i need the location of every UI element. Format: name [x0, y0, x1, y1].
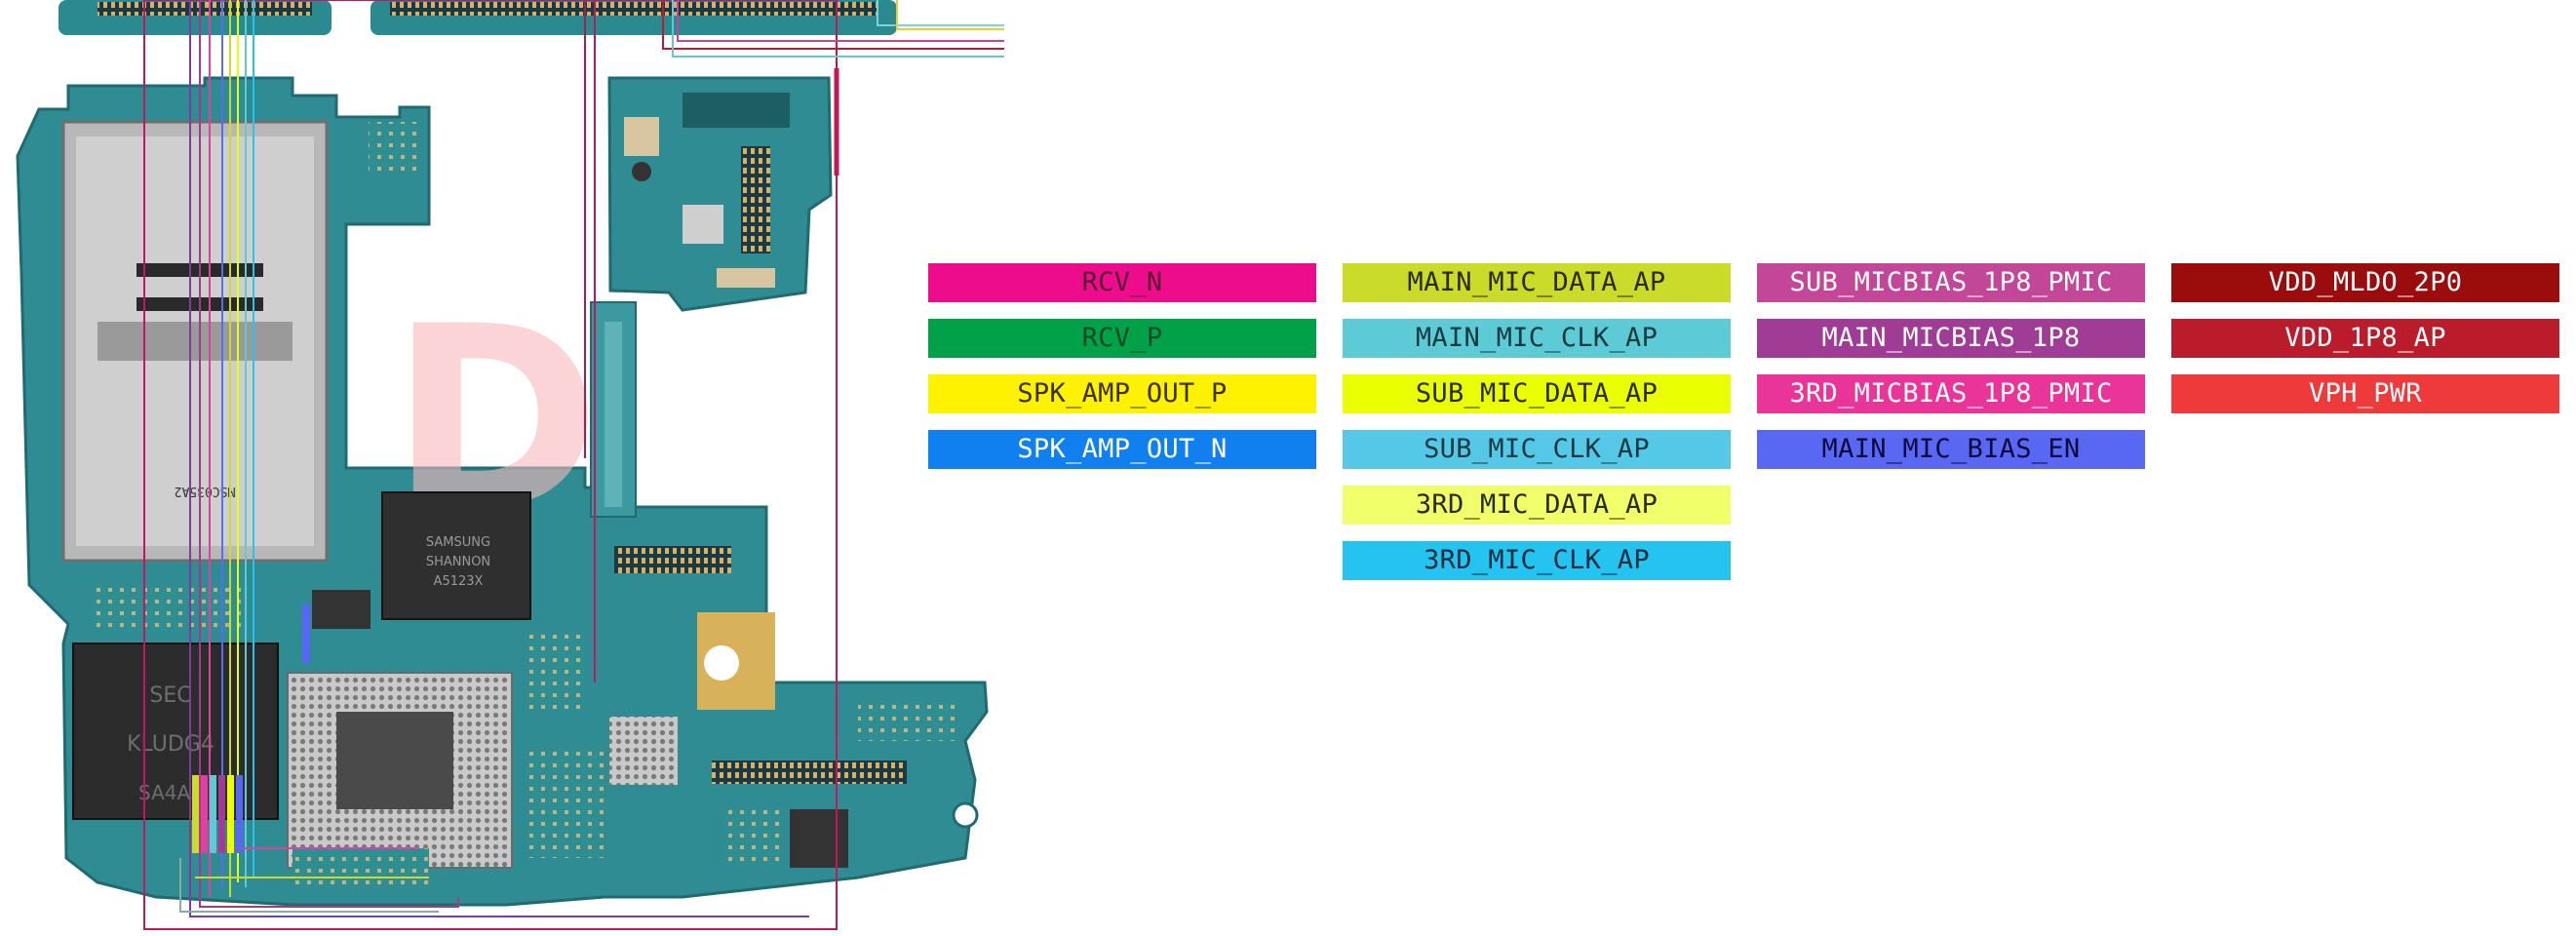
top-connector-strips: [59, 0, 897, 35]
legend-item: SUB_MICBIAS_1P8_PMIC: [1757, 263, 2145, 302]
memory-chip-text-3: SA4A3: [138, 781, 203, 804]
flex-ribbon: [590, 301, 637, 518]
legend-item: 3RD_MIC_CLK_AP: [1343, 541, 1731, 580]
legend-item: 3RD_MIC_DATA_AP: [1343, 486, 1731, 525]
camera-module-board: [607, 76, 833, 312]
modem-chip-text-3: A5123X: [434, 574, 484, 589]
legend-column-3: SUB_MICBIAS_1P8_PMIC MAIN_MICBIAS_1P8 3RD_…: [1757, 263, 2145, 486]
legend-item: SPK_AMP_OUT_P: [928, 374, 1316, 413]
qr-code: [369, 122, 417, 171]
legend-item: RCV_N: [928, 263, 1316, 302]
modem-chip-text-1: SAMSUNG: [426, 535, 490, 550]
legend-item: MAIN_MIC_DATA_AP: [1343, 263, 1731, 302]
legend-item: SPK_AMP_OUT_N: [928, 430, 1316, 469]
legend-item: 3RD_MICBIAS_1P8_PMIC: [1757, 374, 2145, 413]
signal-traces: [143, 0, 1004, 930]
small-components: [93, 546, 979, 887]
memory-chip: SEC KLUDG4 SA4A3: [72, 643, 279, 820]
trace-colored-bundle: [192, 604, 310, 853]
legend-item: VDD_MLDO_2P0: [2171, 263, 2559, 302]
modem-chip-text-2: SHANNON: [426, 555, 490, 569]
legend-item: VDD_1P8_AP: [2171, 319, 2559, 358]
legend-item: VPH_PWR: [2171, 374, 2559, 413]
sim-card-holder: MSC035A2: [61, 120, 329, 563]
legend-column-2: MAIN_MIC_DATA_AP MAIN_MIC_CLK_AP SUB_MIC_D…: [1343, 263, 1731, 597]
soc-bga-pads: [287, 672, 513, 869]
pcb-board-diagram: MSC035A2 D SAMSUNG SHANNON A5123X SEC KL…: [16, 0, 1004, 930]
legend-item: MAIN_MIC_CLK_AP: [1343, 319, 1731, 358]
legend-item: MAIN_MICBIAS_1P8: [1757, 319, 2145, 358]
sim-label: MSC035A2: [175, 484, 236, 498]
legend-item: RCV_P: [928, 319, 1316, 358]
legend-item: SUB_MIC_DATA_AP: [1343, 374, 1731, 413]
legend-column-1: RCV_N RCV_P SPK_AMP_OUT_P SPK_AMP_OUT_N: [928, 263, 1316, 486]
memory-chip-text-2: KLUDG4: [127, 732, 215, 757]
legend-item: SUB_MIC_CLK_AP: [1343, 430, 1731, 469]
memory-chip-text-1: SEC: [149, 683, 191, 708]
modem-chip: SAMSUNG SHANNON A5123X: [381, 491, 531, 620]
legend-item: MAIN_MIC_BIAS_EN: [1757, 430, 2145, 469]
